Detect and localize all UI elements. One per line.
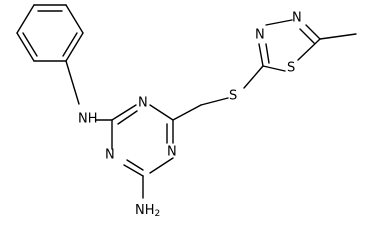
bond (111, 104, 137, 121)
bond (258, 43, 264, 67)
atom-label-nh2: NH2 (135, 203, 160, 220)
atom-label-n: N (138, 96, 148, 111)
atom-label-n: N (167, 145, 177, 160)
atom-label-s: S (229, 89, 237, 104)
bond (16, 4, 35, 34)
bond (265, 43, 270, 64)
atom-label-nh2-subscript: 2 (155, 209, 161, 219)
bond (299, 28, 315, 44)
atom-label-n: N (292, 11, 302, 26)
bond (149, 104, 174, 121)
bond (319, 33, 357, 40)
bond (62, 32, 78, 57)
bond (265, 19, 293, 26)
bond (65, 60, 80, 105)
thiadiazole-ring (258, 19, 321, 72)
bond (305, 24, 321, 40)
bond (126, 159, 144, 171)
atom-label-s: S (287, 61, 295, 76)
bond (65, 4, 84, 34)
molecule-structure: NH N N N NH2 S N N S (16, 4, 357, 220)
atom-label-n: N (255, 28, 265, 43)
atom-label-nh2-main: NH (135, 203, 155, 218)
atom-label-n: N (105, 148, 115, 163)
bond (172, 104, 202, 121)
bond (297, 38, 321, 61)
bond (65, 32, 84, 62)
bond (123, 164, 144, 177)
bond (22, 32, 38, 57)
bond (200, 97, 229, 106)
bond (243, 65, 264, 89)
phenyl-ring (16, 4, 84, 62)
triazine-ring (111, 104, 174, 177)
bond (117, 110, 138, 125)
bond (262, 65, 286, 72)
atom-label-nh: NH (78, 112, 98, 127)
bond (16, 32, 35, 62)
bond (149, 157, 174, 174)
